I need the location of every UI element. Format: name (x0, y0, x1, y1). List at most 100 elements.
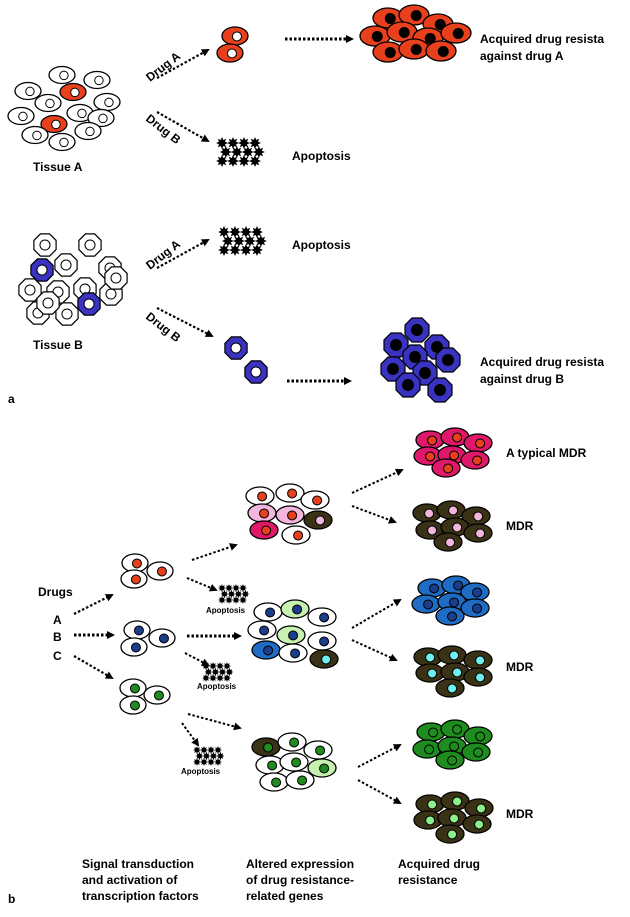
white-cell (21, 125, 49, 145)
arrow-to-blue (351, 598, 402, 629)
resistant-pink-cell (415, 430, 445, 450)
cell-nucleus (259, 625, 270, 636)
cell-nucleus (261, 525, 272, 536)
cell-nucleus (129, 700, 140, 711)
signal-cell-navy (123, 620, 151, 640)
cell-nucleus (428, 727, 439, 738)
cell-nucleus (265, 607, 276, 618)
apoptosis-cluster-b3 (193, 746, 225, 766)
apoptotic-fragment (207, 758, 215, 766)
cell-nucleus (427, 668, 438, 679)
drugs-label: Drugs (38, 585, 73, 599)
arrow-drug-b-bottom (156, 307, 214, 337)
cell-nucleus (158, 633, 169, 644)
white-octagon-cell (36, 291, 60, 315)
resistant-dark-cell (435, 678, 465, 698)
arrow-to-mdr-2 (351, 639, 398, 662)
apoptotic-fragment (209, 674, 217, 682)
signal-cell-green (143, 685, 171, 705)
cell-nucleus (474, 819, 485, 830)
apoptosis-small-3: Apoptosis (181, 767, 221, 776)
apoptotic-fragment (207, 746, 215, 754)
cell-nucleus (449, 450, 460, 461)
resistant-red-cell (386, 21, 418, 43)
apoptotic-fragment (216, 662, 224, 670)
gene-cell-navy-group (280, 599, 310, 619)
cell-nucleus (402, 379, 414, 391)
signal-cell-red (121, 553, 149, 573)
signal-cell-navy (120, 637, 148, 657)
resistant-blue-octagon-cell (427, 377, 453, 403)
resistant-dark-cell (436, 500, 466, 520)
cell-nucleus (434, 19, 446, 30)
apoptotic-fragment (220, 590, 229, 598)
resistant-dark-cell (415, 520, 445, 540)
cell-nucleus (452, 667, 463, 678)
apoptotic-fragment (219, 146, 232, 158)
cell-nucleus (425, 451, 436, 462)
cell-nucleus (442, 354, 454, 366)
outcome-mdr-3: MDR (506, 807, 534, 821)
resistant-blue-cell (435, 606, 465, 626)
cell-nucleus (271, 777, 282, 788)
cell-nucleus (297, 775, 308, 786)
gene-cell-red-group (245, 486, 275, 506)
arrow-to-green (357, 744, 402, 768)
cell-nucleus (475, 672, 486, 683)
cell-nucleus (475, 655, 486, 666)
outcome-typical-mdr: A typical MDR (506, 446, 587, 460)
gene-cell-red-group (247, 503, 277, 523)
cell-nucleus (153, 690, 164, 701)
cell-nucleus (230, 342, 242, 354)
cell-nucleus (36, 264, 48, 276)
cell-nucleus (419, 367, 431, 379)
cell-nucleus (250, 366, 262, 378)
resistant-dark-cell (437, 645, 467, 665)
apoptotic-fragment (214, 758, 222, 766)
cell-nucleus (423, 599, 434, 610)
apoptotic-fragment (249, 155, 261, 167)
resistant-dark-cell (463, 667, 493, 687)
apoptotic-fragment (202, 752, 211, 760)
apoptotic-fragment (193, 758, 201, 766)
apoptosis-cluster-b2 (202, 662, 234, 682)
apoptosis-cluster-a2 (218, 226, 267, 256)
cell-nucleus (437, 46, 449, 57)
col3-line1: Acquired drug (398, 857, 480, 871)
resistant-blue-octagon-cell (435, 347, 461, 373)
resistant-pink-cell (413, 446, 443, 466)
cell-nucleus (98, 113, 108, 124)
apoptotic-fragment (252, 146, 265, 158)
apoptotic-fragment (229, 244, 241, 256)
apoptotic-fragment (216, 674, 224, 682)
arrow-drug-a (73, 594, 114, 615)
gene-cell-green-group (259, 772, 289, 792)
resistant-blue-octagon-cell (404, 317, 430, 343)
cell-nucleus (231, 31, 242, 42)
resistant-green-cell (461, 742, 491, 762)
cell-nucleus (398, 27, 410, 38)
cell-nucleus (18, 111, 28, 122)
cell-nucleus (473, 747, 484, 758)
resistant-dark-cell (412, 503, 442, 523)
resistant-pink-cell (463, 433, 493, 453)
cell-nucleus (472, 587, 483, 598)
cell-nucleus (449, 650, 460, 661)
resistant-dark-cell (415, 663, 445, 683)
cell-nucleus (321, 654, 332, 665)
resistant-dark-cell (462, 814, 492, 834)
gene-cell-navy-group (307, 607, 337, 627)
white-cell (93, 92, 121, 112)
cell-nucleus (427, 525, 438, 536)
apoptotic-fragment (209, 662, 217, 670)
gene-cell-green-group (303, 740, 333, 760)
apoptotic-fragment (216, 752, 225, 760)
apoptotic-fragment (239, 584, 247, 592)
gene-cell-navy-group (251, 640, 281, 660)
resistant-red-cell (440, 22, 472, 44)
resistant-dark-cell (413, 647, 443, 667)
white-cell (83, 70, 111, 90)
cell-nucleus (453, 580, 464, 591)
apoptotic-fragment (209, 752, 218, 760)
cell-nucleus (384, 47, 396, 58)
